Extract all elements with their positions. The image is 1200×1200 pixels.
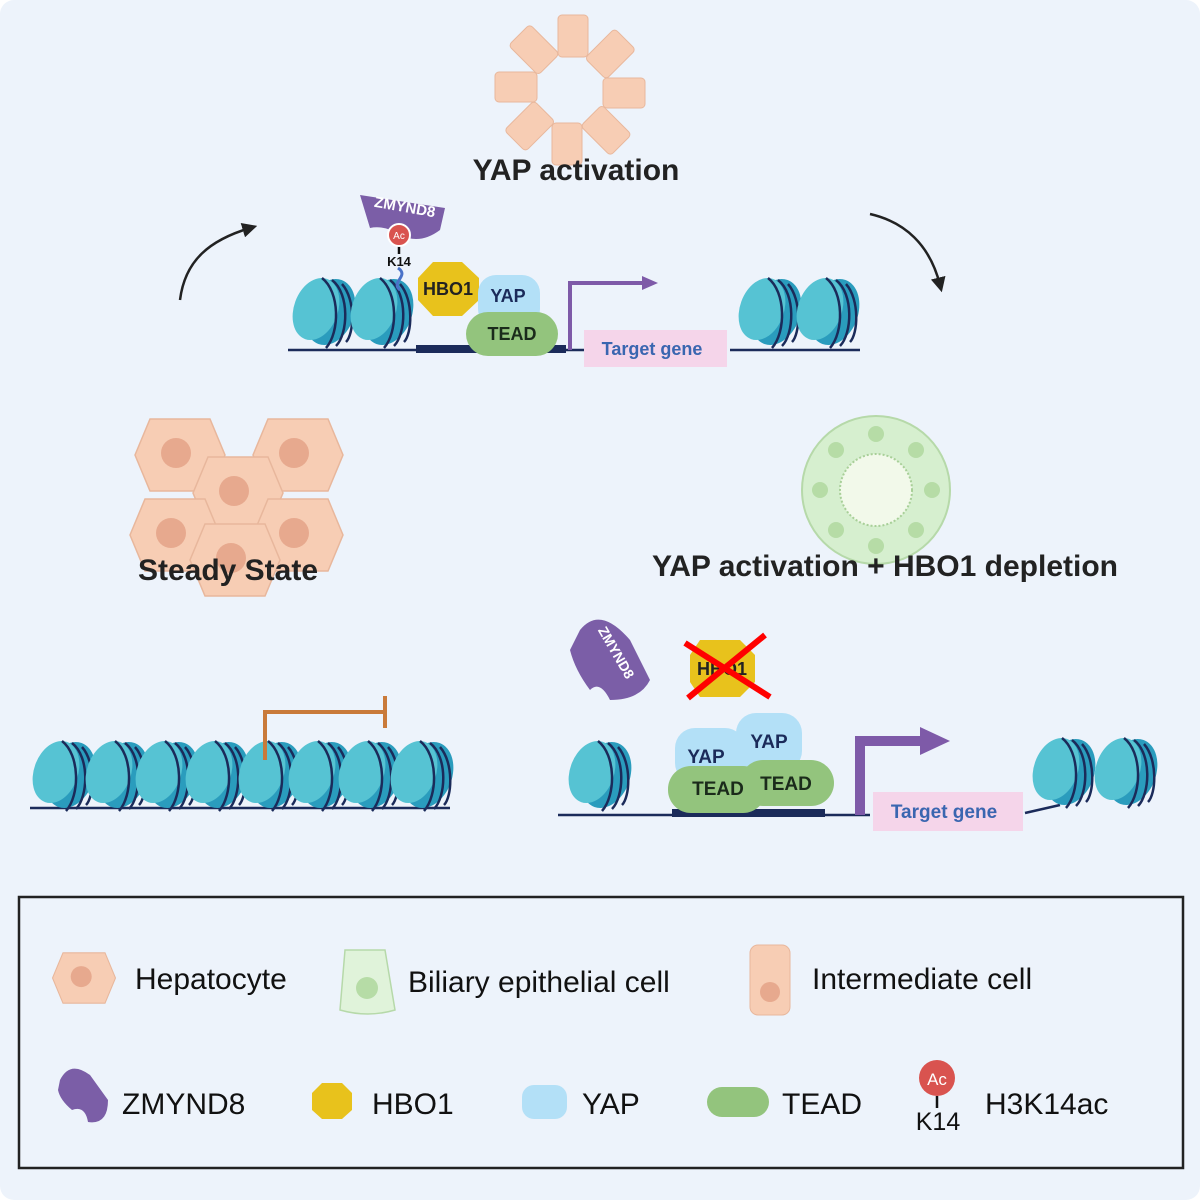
hbo1-icon — [312, 1083, 352, 1119]
transcription-arrow-strong — [855, 736, 925, 815]
intermediate-cell-rosette — [494, 14, 646, 166]
legend-label-tead: TEAD — [782, 1088, 862, 1121]
cross-icon — [683, 632, 772, 701]
yap-label-2: YAP — [750, 732, 788, 753]
zmynd8-shape-free — [570, 619, 650, 700]
tead-shape-1 — [668, 766, 766, 813]
yap-shape-2 — [736, 713, 802, 771]
k14-label: K14 — [387, 254, 412, 269]
legend-k14-label: K14 — [916, 1108, 961, 1136]
curved-arrow-right — [869, 212, 946, 293]
legend-ac-label: Ac — [927, 1070, 947, 1089]
transcription-arrow — [568, 281, 645, 350]
legend-label-yap: YAP — [582, 1088, 640, 1121]
tead-label-2: TEAD — [760, 774, 812, 795]
tead-shape — [466, 312, 558, 356]
yap-label-1: YAP — [687, 747, 725, 768]
legend-label-intermediate: Intermediate cell — [812, 963, 1032, 996]
bottom-chromatin — [558, 730, 1168, 817]
target-gene-box-2 — [873, 792, 1023, 831]
curved-arrow-left — [178, 222, 258, 301]
yap-icon — [522, 1085, 567, 1119]
top-title: YAP activation — [473, 154, 680, 187]
histone-tail — [395, 266, 404, 292]
zmynd8-shape — [360, 195, 445, 239]
target-gene-label-2: Target gene — [891, 802, 997, 823]
repression-bar — [263, 710, 385, 760]
target-gene-label: Target gene — [602, 339, 703, 359]
legend-label-hbo1: HBO1 — [372, 1088, 454, 1121]
zmynd8-icon — [58, 1068, 108, 1123]
right-title: YAP activation + HBO1 depletion — [652, 550, 1118, 583]
intermediate-cell-icon — [749, 944, 791, 1016]
legend: Hepatocyte Biliary epithelial cell Inter… — [51, 944, 1108, 1136]
hbo1-shape — [418, 262, 479, 316]
ac-mark — [387, 223, 411, 247]
ac-label: Ac — [393, 231, 405, 242]
yap-label: YAP — [490, 286, 525, 306]
biliary-cell-rosette — [801, 415, 951, 565]
tead-icon — [707, 1087, 769, 1117]
target-gene-box — [584, 330, 727, 367]
legend-label-biliary: Biliary epithelial cell — [408, 966, 670, 999]
tead-label-1: TEAD — [692, 779, 744, 800]
hepatocyte-icon — [51, 952, 117, 1004]
legend-label-hepatocyte: Hepatocyte — [135, 963, 287, 996]
h3k14ac-icon — [919, 1060, 955, 1108]
silenced-chromatin — [23, 696, 464, 817]
steady-state-title: Steady State — [138, 554, 318, 587]
legend-label-h3k14ac: H3K14ac — [985, 1088, 1108, 1121]
tead-label: TEAD — [488, 324, 537, 344]
legend-box — [17, 895, 1185, 1170]
hbo1-label: HBO1 — [423, 279, 473, 299]
legend-label-zmynd8: ZMYND8 — [122, 1088, 245, 1121]
